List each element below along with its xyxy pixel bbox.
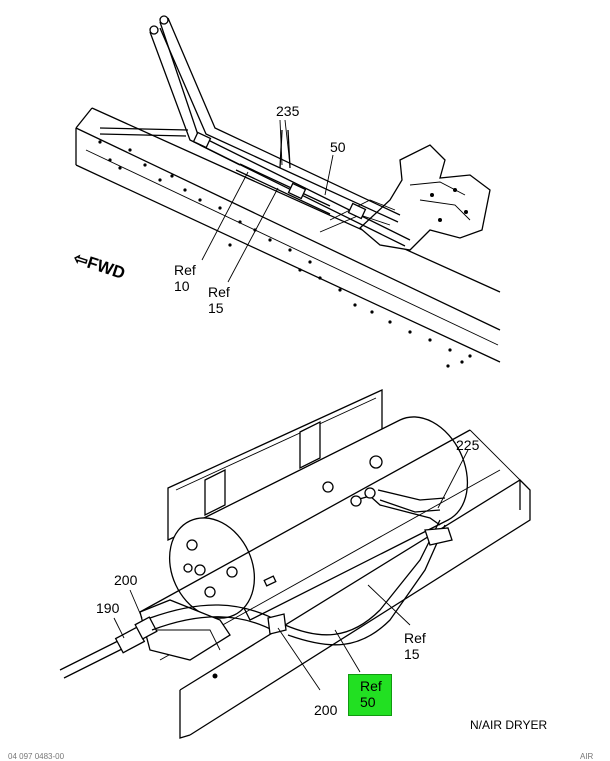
rail-holes	[98, 140, 472, 368]
figure-number: 04 097 0483-00	[8, 752, 65, 761]
leaders-bottom	[113, 449, 469, 691]
diagram-caption: N/AIR DRYER	[470, 718, 548, 732]
cross-member	[319, 144, 491, 251]
callout-225: 225	[456, 437, 480, 453]
callout-235: 235	[276, 103, 300, 119]
callout-190: 190	[96, 600, 120, 616]
callout-50-top: 50	[330, 139, 346, 155]
callout-200-left: 200	[114, 572, 138, 588]
callout-ref-50: Ref 50	[360, 678, 382, 710]
figure-tag: AIR	[580, 752, 594, 761]
frame-rail-bottom	[139, 429, 531, 739]
leaders-top	[201, 119, 334, 283]
callout-ref-15-bottom: Ref 15	[404, 630, 426, 662]
callout-ref-10: Ref 10	[174, 262, 196, 294]
frame-rail-top	[75, 107, 501, 368]
hose-assembly	[59, 489, 453, 679]
callout-200-bottom: 200	[314, 702, 338, 718]
callout-ref-15-top: Ref 15	[208, 284, 230, 316]
line-bracket	[139, 599, 231, 661]
ref-50-highlight[interactable]: Ref 50	[348, 674, 392, 716]
tube-assembly-top	[99, 15, 411, 247]
